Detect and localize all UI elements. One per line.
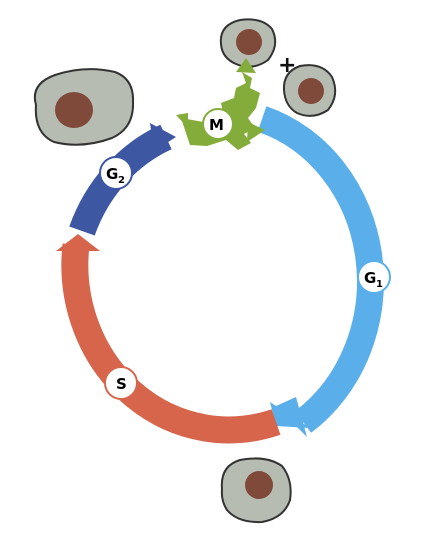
label-g2-main: G <box>106 165 118 183</box>
s-phase-arrow <box>56 234 281 444</box>
g1-phase-arrow <box>257 106 384 437</box>
cell-daughter-right-nucleus <box>298 78 324 104</box>
label-g1-sub: 1 <box>376 279 383 290</box>
label-g1: G 1 <box>357 260 391 294</box>
cell-bottom-g1 <box>220 457 292 524</box>
m-arrowhead-left <box>176 113 188 128</box>
label-m-main: M <box>209 116 224 134</box>
cell-daughter-top <box>219 18 277 68</box>
cell-bottom-nucleus <box>245 471 273 499</box>
label-m: M <box>202 108 234 140</box>
plus-sign: + <box>278 53 296 78</box>
label-s-main: S <box>116 375 127 393</box>
cell-daughter-top-nucleus <box>236 29 262 55</box>
m-phase-arrows <box>176 58 265 150</box>
cell-large-g2 <box>33 68 135 146</box>
label-s: S <box>104 366 138 400</box>
cell-large-nucleus <box>55 92 93 128</box>
cell-daughter-right <box>282 64 337 117</box>
g2-arrowhead <box>150 123 176 151</box>
s-arrowhead <box>56 234 100 251</box>
m-arrowhead-up <box>236 58 256 73</box>
label-g1-main: G <box>364 269 376 287</box>
m-arrowhead-right <box>247 122 265 142</box>
label-g2-sub: 2 <box>118 175 125 186</box>
label-g2: G 2 <box>99 156 133 190</box>
